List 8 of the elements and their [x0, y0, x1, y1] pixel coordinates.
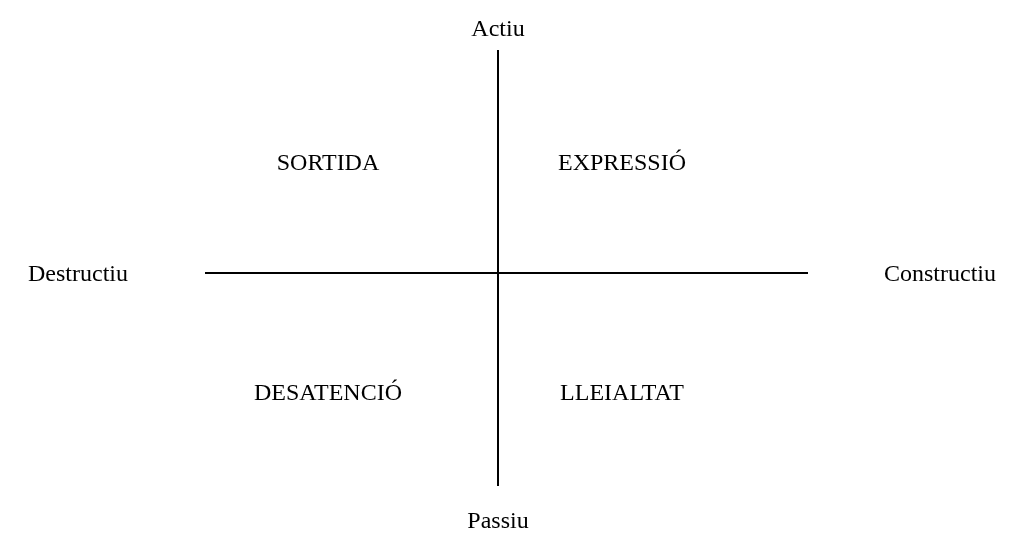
axis-label: Passiu [467, 506, 529, 534]
axis-label: Actiu [471, 14, 525, 42]
quadrant-label: DESATENCIÓ [254, 378, 402, 406]
axis-label: Constructiu [884, 259, 996, 287]
quadrant-label: SORTIDA [276, 148, 380, 176]
axis-label: Destructiu [28, 259, 128, 287]
quadrant-label: LLEIALTAT [560, 378, 684, 406]
quadrant-label: EXPRESSIÓ [558, 148, 686, 176]
